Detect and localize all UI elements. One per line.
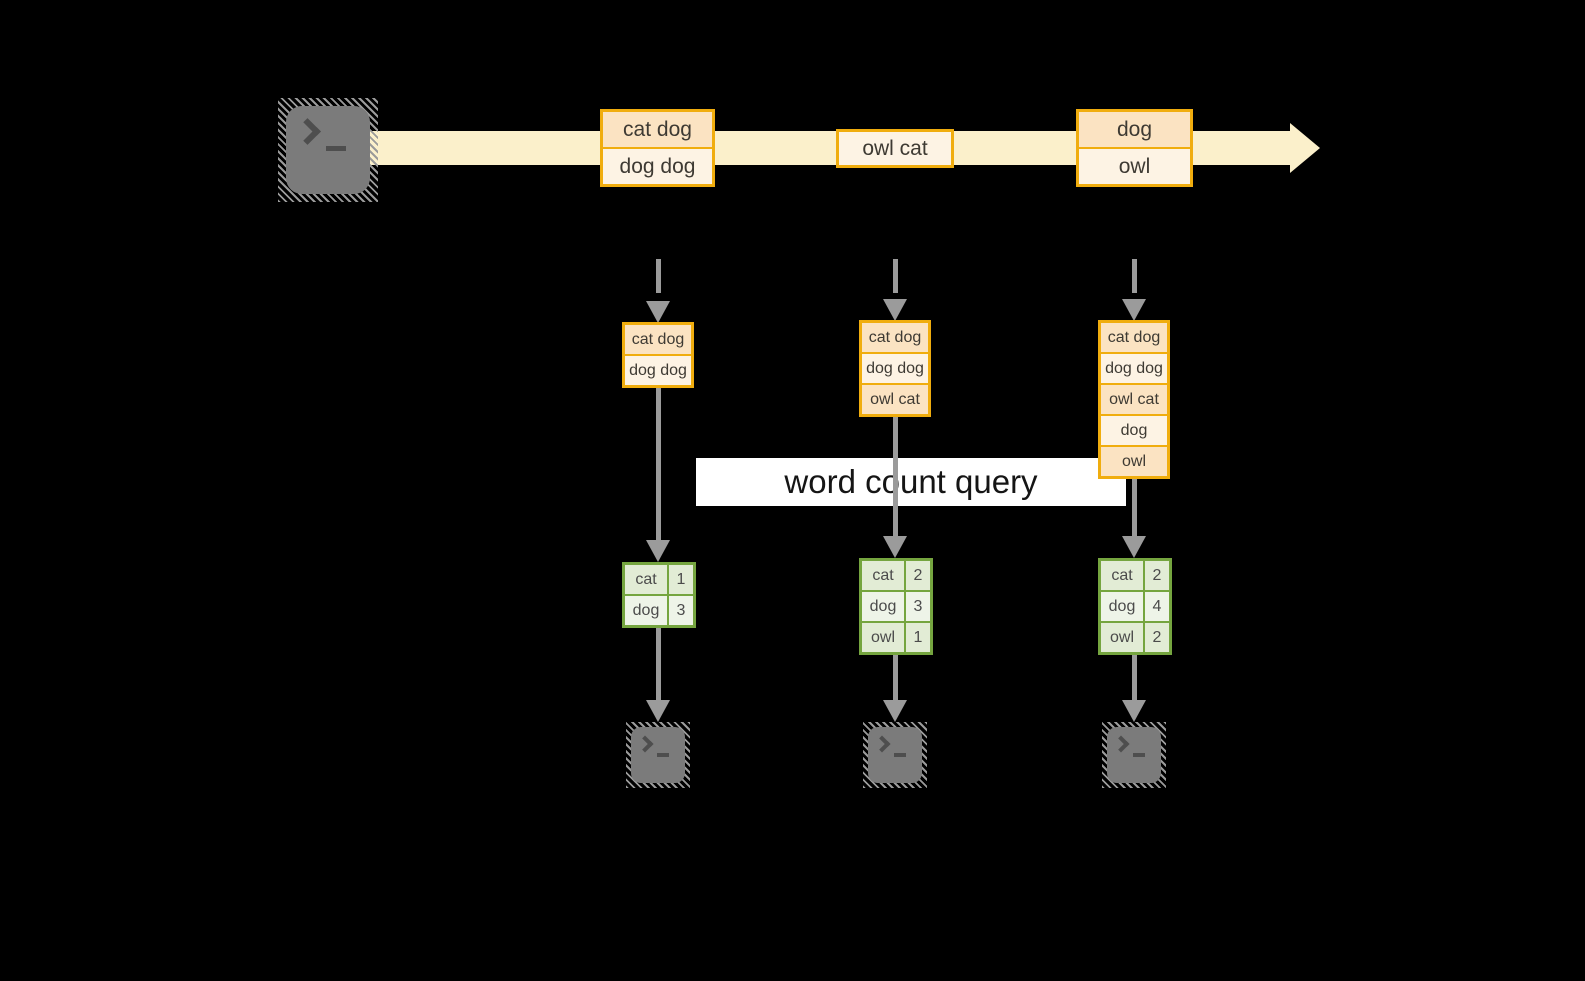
prompt-underscore-icon	[1133, 753, 1145, 757]
result-row: owl 2	[1101, 621, 1169, 652]
arrow-down-icon	[1122, 536, 1146, 558]
word-cell: dog	[1101, 592, 1143, 621]
count-cell: 3	[904, 592, 930, 621]
arrow-down-icon	[883, 536, 907, 558]
state-row: owl cat	[1101, 383, 1167, 414]
message-row: owl cat	[839, 132, 951, 165]
arrow-down-icon	[646, 700, 670, 722]
prompt-underscore-icon	[894, 753, 906, 757]
result-row: cat 1	[625, 565, 693, 594]
output-flow-line	[893, 655, 898, 702]
result-row: dog 3	[625, 594, 693, 625]
state-row: dog dog	[1101, 352, 1167, 383]
word-cell: cat	[625, 565, 667, 594]
arrow-down-icon	[646, 540, 670, 562]
output-flow-line	[1132, 655, 1137, 702]
result-table-3: cat 2 dog 4 owl 2	[1098, 558, 1172, 655]
query-flow-line	[893, 417, 898, 536]
terminal-body	[1107, 727, 1161, 783]
prompt-underscore-icon	[657, 753, 669, 757]
count-cell: 2	[1143, 623, 1169, 652]
word-cell: owl	[1101, 623, 1143, 652]
arrow-down-icon	[1122, 700, 1146, 722]
prompt-chevron-icon	[636, 735, 654, 753]
stream-batch-1: cat dog dog dog	[600, 109, 715, 187]
result-row: dog 3	[862, 590, 930, 621]
message-row: dog dog	[603, 147, 712, 184]
result-row: dog 4	[1101, 590, 1169, 621]
arrow-down-icon	[883, 299, 907, 321]
stream-batch-2: owl cat	[836, 129, 954, 168]
message-row: cat dog	[603, 112, 712, 147]
state-row: dog	[1101, 414, 1167, 445]
count-cell: 3	[667, 596, 693, 625]
result-table-1: cat 1 dog 3	[622, 562, 696, 628]
query-label: word count query	[696, 458, 1126, 506]
message-row: dog	[1079, 112, 1190, 147]
sink-terminal-icon	[626, 722, 690, 788]
word-cell: dog	[625, 596, 667, 625]
state-row: cat dog	[625, 325, 691, 354]
query-flow-line	[1132, 479, 1137, 536]
prompt-chevron-icon	[1112, 735, 1130, 753]
arrow-down-icon	[646, 301, 670, 323]
word-cell: cat	[1101, 561, 1143, 590]
state-row: owl cat	[862, 383, 928, 414]
word-cell: owl	[862, 623, 904, 652]
prompt-underscore-icon	[326, 146, 346, 151]
result-row: cat 2	[1101, 561, 1169, 590]
count-cell: 2	[1143, 561, 1169, 590]
state-box-3: cat dog dog dog owl cat dog owl	[1098, 320, 1170, 479]
state-row: owl	[1101, 445, 1167, 476]
prompt-chevron-icon	[873, 735, 891, 753]
result-row: cat 2	[862, 561, 930, 590]
sink-terminal-icon	[1102, 722, 1166, 788]
terminal-body	[631, 727, 685, 783]
terminal-body	[868, 727, 922, 783]
arrow-down-icon	[1122, 299, 1146, 321]
dashed-drop-line	[1132, 259, 1137, 293]
state-box-2: cat dog dog dog owl cat	[859, 320, 931, 417]
dashed-drop-line	[656, 259, 661, 293]
terminal-body	[286, 106, 370, 194]
arrow-down-icon	[883, 700, 907, 722]
state-row: cat dog	[1101, 323, 1167, 352]
output-flow-line	[656, 628, 661, 702]
count-cell: 1	[904, 623, 930, 652]
count-cell: 4	[1143, 592, 1169, 621]
source-terminal-icon	[278, 98, 378, 202]
count-cell: 2	[904, 561, 930, 590]
stream-batch-3: dog owl	[1076, 109, 1193, 187]
state-box-1: cat dog dog dog	[622, 322, 694, 388]
state-row: dog dog	[625, 354, 691, 385]
state-row: cat dog	[862, 323, 928, 352]
result-row: owl 1	[862, 621, 930, 652]
query-flow-line	[656, 388, 661, 540]
sink-terminal-icon	[863, 722, 927, 788]
word-cell: cat	[862, 561, 904, 590]
dashed-drop-line	[893, 259, 898, 293]
message-row: owl	[1079, 147, 1190, 184]
count-cell: 1	[667, 565, 693, 594]
word-cell: dog	[862, 592, 904, 621]
result-table-2: cat 2 dog 3 owl 1	[859, 558, 933, 655]
state-row: dog dog	[862, 352, 928, 383]
prompt-chevron-icon	[294, 118, 321, 145]
stream-arrow-head-icon	[1290, 123, 1320, 173]
